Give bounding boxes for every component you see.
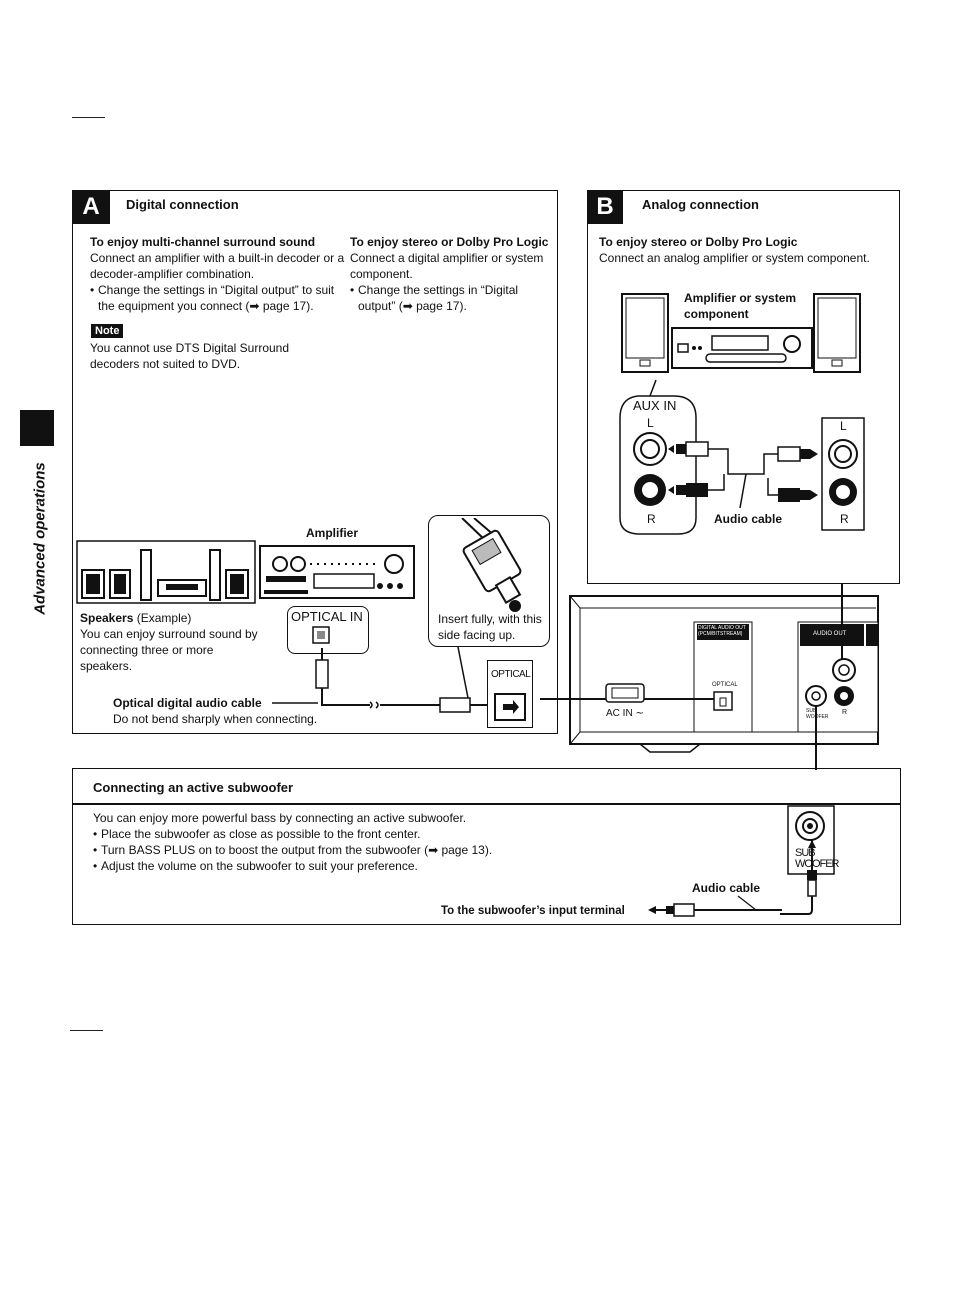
stereo-heading: To enjoy stereo or Dolby Pro Logic xyxy=(350,235,549,249)
subwoofer-terminal-label: To the subwoofer’s input terminal xyxy=(441,905,625,917)
section-b-title: Analog connection xyxy=(642,197,759,212)
aux-in-illustration xyxy=(619,379,865,535)
subwoofer-bullet: Place the subwoofer as close as possible… xyxy=(93,826,693,842)
speakers-text: You can enjoy surround sound by connecti… xyxy=(80,627,258,673)
player-optical-label: OPTICAL xyxy=(712,682,738,688)
stereo-body: Connect a digital amplifier or system co… xyxy=(350,251,544,281)
aux-l-label: L xyxy=(647,416,654,430)
section-a-right-text: To enjoy stereo or Dolby Pro Logic Conne… xyxy=(350,234,555,314)
optical-in-jack-icon xyxy=(312,626,330,644)
subwoofer-text: You can enjoy more powerful bass by conn… xyxy=(93,810,693,874)
section-a-title: Digital connection xyxy=(126,197,239,212)
audio-out-label: AUDIO OUT xyxy=(813,631,847,637)
speakers-example: (Example) xyxy=(136,611,192,625)
surround-heading: To enjoy multi-channel surround sound xyxy=(90,235,316,249)
analog-audio-cable-label: Audio cable xyxy=(714,512,783,526)
optical-port-label: OPTICAL xyxy=(491,669,531,680)
optical-in-callout xyxy=(287,606,369,654)
section-a-box xyxy=(72,190,558,734)
optical-plug-callout xyxy=(428,515,550,647)
top-rule xyxy=(72,117,105,118)
subwoofer-intro: You can enjoy more powerful bass by conn… xyxy=(93,811,467,825)
subwoofer-jack-label-line1: SUB xyxy=(795,847,816,859)
section-a-left-text: To enjoy multi-channel surround sound Co… xyxy=(90,234,345,314)
subwoofer-cable xyxy=(648,895,782,917)
subwoofer-box xyxy=(72,768,901,925)
subwoofer-bullet: Adjust the volume on the subwoofer to su… xyxy=(93,858,693,874)
note-text: You cannot use DTS Digital Surround deco… xyxy=(90,341,290,371)
amplifier-illustration xyxy=(259,545,415,599)
note-tag: Note xyxy=(91,324,124,338)
section-b-box xyxy=(587,190,900,584)
section-b-badge: B xyxy=(587,190,623,224)
digital-audio-out-label: DIGITAL AUDIO OUT (PCM/BITSTREAM) xyxy=(698,625,746,637)
optical-cable-line xyxy=(272,646,487,713)
subwoofer-title: Connecting an active subwoofer xyxy=(93,780,294,795)
subwoofer-jack-label: SUB WOOFER xyxy=(795,848,839,870)
section-a-badge: A xyxy=(72,190,110,224)
optical-cable-note: Do not bend sharply when connecting. xyxy=(113,712,318,726)
analog-heading: To enjoy stereo or Dolby Pro Logic xyxy=(599,235,798,249)
optical-port-callout xyxy=(487,660,533,728)
speakers-illustration xyxy=(76,540,256,604)
optical-cable-label: Optical digital audio cable xyxy=(113,696,262,710)
subwoofer-title-rule xyxy=(72,803,901,805)
subwoofer-jack-illustration xyxy=(780,805,835,915)
optical-plug-illustration xyxy=(461,518,522,612)
analog-body: Connect an analog amplifier or system co… xyxy=(599,251,870,265)
surround-body: Connect an amplifier with a built-in dec… xyxy=(90,251,345,281)
bottom-rule xyxy=(70,1030,103,1031)
ac-in-label: AC IN ∼ xyxy=(606,708,644,719)
aux-in-label: AUX IN xyxy=(633,398,677,413)
speakers-label-text: Speakers xyxy=(80,611,134,625)
amplifier-label: Amplifier xyxy=(306,526,359,540)
subwoofer-audio-cable-label: Audio cable xyxy=(692,881,761,895)
player-back-panel xyxy=(540,584,879,770)
subwoofer-jack-label-line2: WOOFER xyxy=(795,858,839,870)
player-subwoofer-label: SUB WOOFER xyxy=(806,708,829,720)
optical-port-icon xyxy=(494,693,526,721)
speakers-label: Speakers (Example) xyxy=(80,610,191,626)
insert-instruction: Insert fully, with this side facing up. xyxy=(438,612,542,642)
player-r-label: R xyxy=(842,709,848,716)
aux-r-label: R xyxy=(647,512,656,526)
amp-system-label: Amplifier or system component xyxy=(684,291,797,321)
surround-bullet: Change the settings in “Digital output” … xyxy=(90,282,345,314)
stereo-bullet: Change the settings in “Digital output” … xyxy=(350,282,555,314)
subwoofer-bullet: Turn BASS PLUS on to boost the output fr… xyxy=(93,842,693,858)
amp-r-label: R xyxy=(840,512,849,526)
system-component-illustration xyxy=(621,293,861,373)
amp-l-label: L xyxy=(840,419,847,433)
optical-in-label: OPTICAL IN xyxy=(291,609,363,624)
chapter-tab-marker xyxy=(20,410,54,446)
